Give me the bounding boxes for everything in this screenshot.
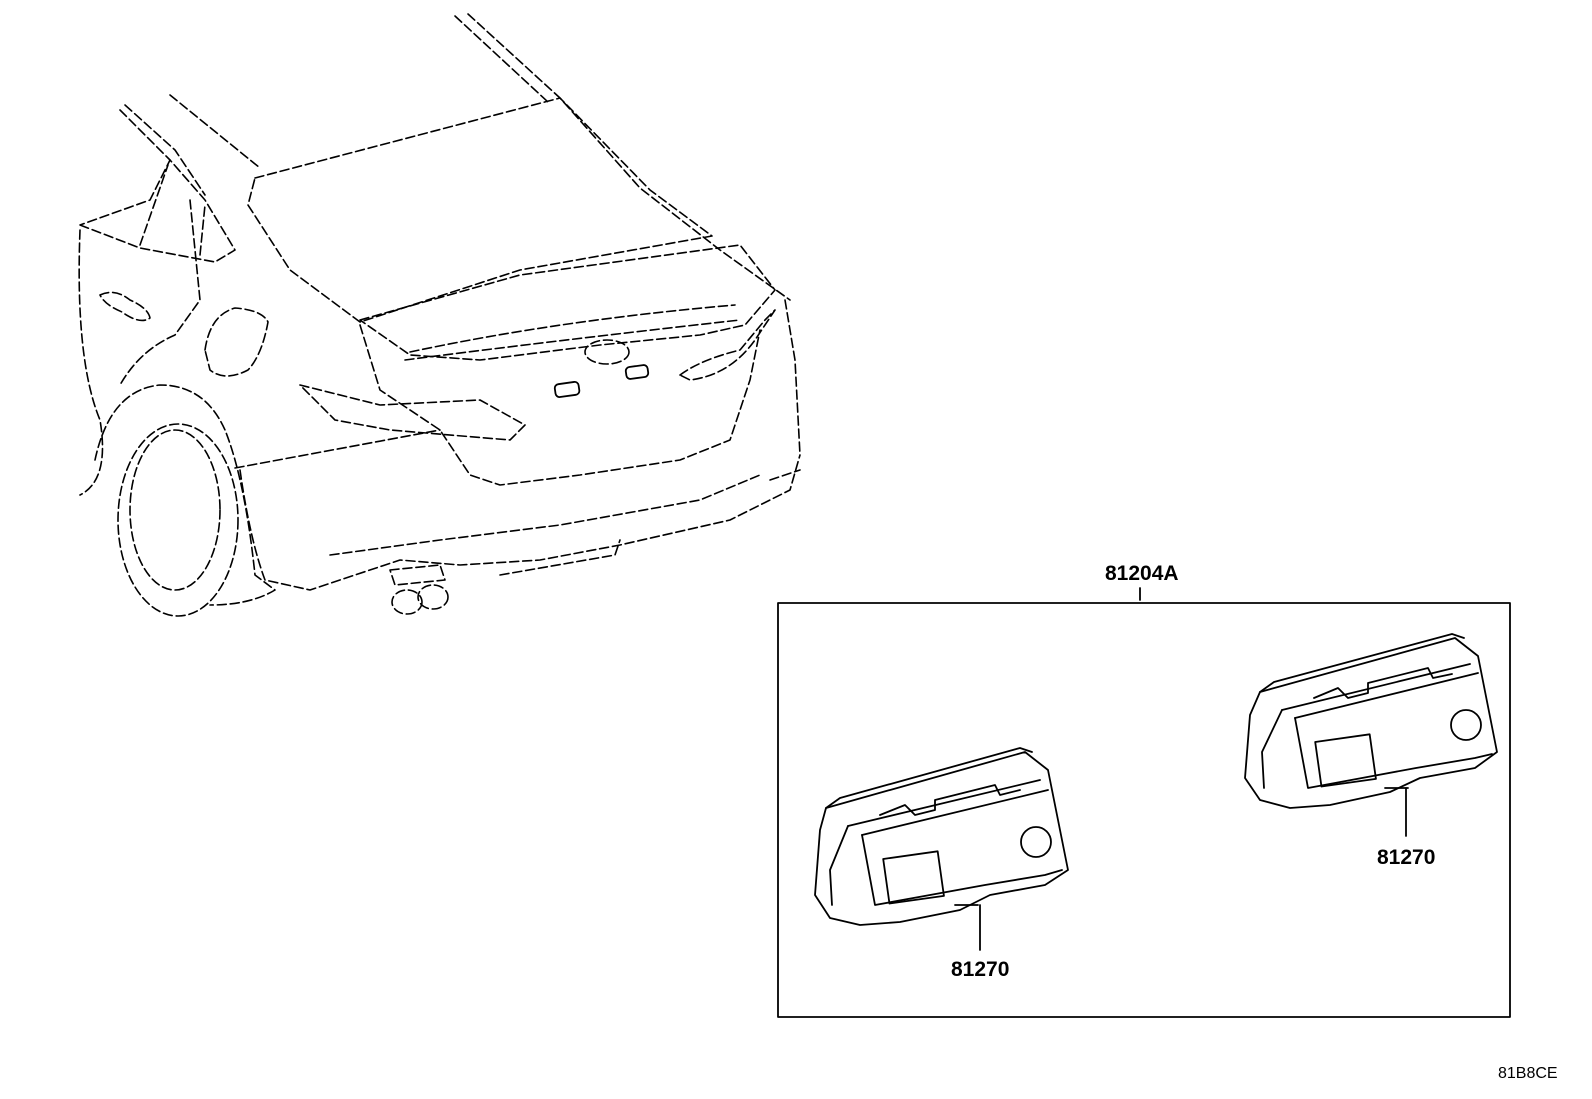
- assembly-part-number: 81204A: [1105, 562, 1179, 585]
- component-part-number-left: 81270: [951, 958, 1009, 981]
- component-part-number-right: 81270: [1377, 846, 1435, 869]
- vehicle-rear-illustration: [78, 13, 801, 617]
- assembly-box: [777, 602, 1511, 1018]
- license-lamp-left: [814, 747, 1069, 926]
- license-lamp-right: [1244, 633, 1498, 809]
- figure-code: 81B8CE: [1498, 1065, 1558, 1082]
